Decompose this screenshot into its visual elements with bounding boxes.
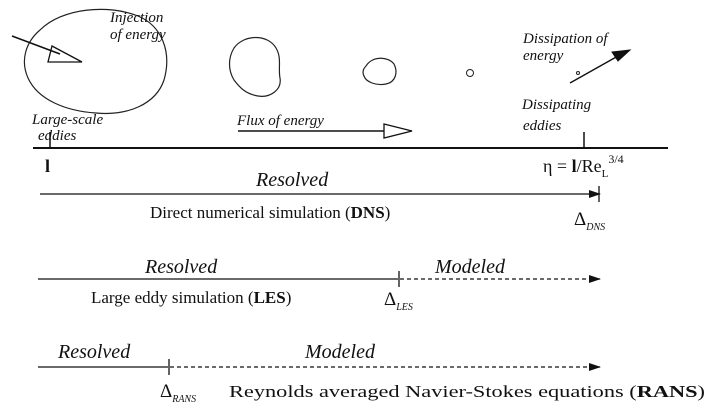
les-delta-label: ΔLES bbox=[384, 289, 413, 313]
les-resolved-label: Resolved bbox=[144, 256, 218, 278]
l-symbol: l bbox=[45, 156, 50, 176]
rans-delta-label: ΔRANS bbox=[160, 381, 196, 405]
dissipating-eddies-label: Dissipating eddies bbox=[521, 97, 595, 134]
rans-resolved-label: Resolved bbox=[57, 341, 131, 363]
dissipation-arrow-shaft bbox=[569, 55, 619, 84]
dissipation-arrow-head bbox=[611, 49, 632, 62]
small-eddy-blob bbox=[362, 57, 397, 86]
dns-resolved-label: Resolved bbox=[255, 169, 329, 191]
rans-modeled-label: Modeled bbox=[304, 341, 376, 363]
les-description: Large eddy simulation (LES) bbox=[91, 288, 291, 307]
injection-arrow-shaft bbox=[11, 35, 61, 55]
les-modeled-label: Modeled bbox=[434, 256, 506, 278]
injection-label: Injection of energy bbox=[109, 10, 167, 43]
tiny-eddy-circle bbox=[466, 69, 474, 77]
large-scale-eddies-label: Large-scale eddies bbox=[31, 112, 107, 144]
flux-arrow-head bbox=[383, 123, 413, 139]
dissipated-eddy-dot bbox=[576, 71, 580, 75]
rans-description: Reynolds averaged Navier-Stokes equation… bbox=[229, 382, 705, 401]
large-eddy-blob bbox=[23, 8, 168, 115]
medium-eddy-blob bbox=[228, 36, 281, 97]
dns-delta-label: ΔDNS bbox=[574, 209, 605, 233]
eta-equation: η = l/ReL3/4 bbox=[543, 152, 624, 180]
flux-label: Flux of energy bbox=[236, 113, 324, 129]
dns-description: Direct numerical simulation (DNS) bbox=[150, 203, 390, 222]
injection-arrow-head bbox=[47, 45, 83, 63]
dissipation-label: Dissipation of energy bbox=[522, 31, 611, 64]
